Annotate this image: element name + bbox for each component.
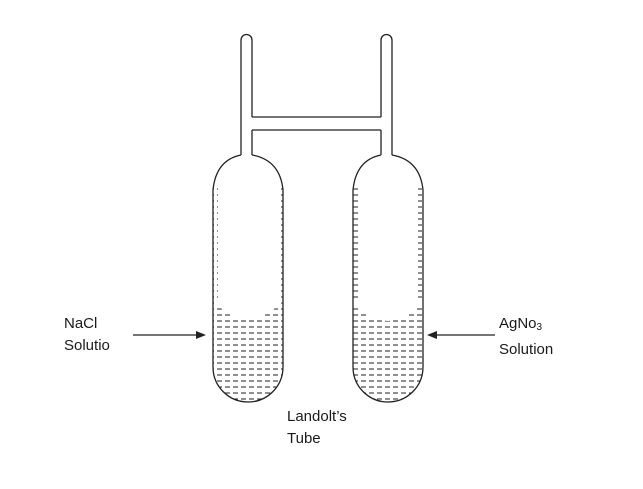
connecting-tube <box>252 116 381 131</box>
right-arrow <box>427 331 495 339</box>
agno3-subscript: 3 <box>536 322 543 333</box>
landolt-tube-label-line2: Tube <box>287 430 321 447</box>
nacl-label: NaCl Solutio <box>64 313 110 357</box>
nacl-label-line1: NaCl <box>64 315 98 332</box>
nacl-label-line2: Solutio <box>64 337 110 354</box>
agno3-formula: AgNo <box>499 315 537 332</box>
landolt-tube-label: Landolt’s Tube <box>287 406 347 450</box>
agno3-label: AgNo3 Solution <box>499 313 553 361</box>
right-liquid <box>353 300 423 402</box>
right-tube-outline <box>352 33 424 403</box>
agno3-label-line2: Solution <box>499 341 554 358</box>
landolt-tube-label-line1: Landolt’s <box>287 408 347 425</box>
left-tube-outline <box>212 33 284 403</box>
left-limb <box>212 33 284 403</box>
left-liquid <box>213 298 283 402</box>
agno3-label-line1: AgNo3 <box>499 313 553 339</box>
left-arrow <box>133 331 206 339</box>
right-limb <box>352 33 424 403</box>
